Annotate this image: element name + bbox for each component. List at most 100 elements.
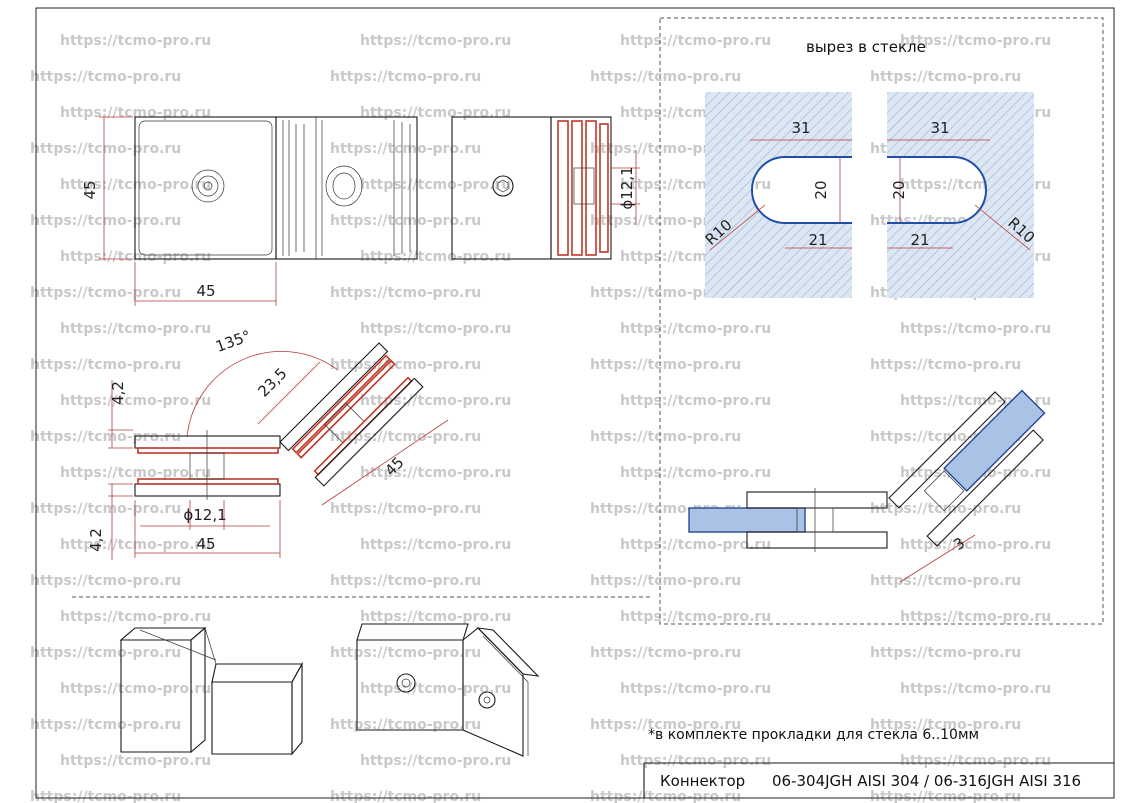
watermark-text: https://tcmo-pro.ru bbox=[620, 321, 771, 337]
watermark-text: https://tcmo-pro.ru bbox=[360, 249, 511, 265]
watermark-text: https://tcmo-pro.ru bbox=[870, 573, 1021, 589]
gap-top-dim: 4,2 bbox=[109, 381, 127, 405]
angle-hole-dim: ϕ12,1 bbox=[183, 506, 226, 524]
watermark-text: https://tcmo-pro.ru bbox=[870, 789, 1021, 803]
watermark-text: https://tcmo-pro.ru bbox=[30, 573, 181, 589]
front-view: 45 45 bbox=[81, 116, 418, 306]
isometric-view-2 bbox=[356, 623, 540, 757]
footnote: *в комплекте прокладки для стекла 6..10м… bbox=[648, 727, 979, 743]
watermark-text: https://tcmo-pro.ru bbox=[30, 285, 181, 301]
watermark-text: https://tcmo-pro.ru bbox=[30, 69, 181, 85]
watermark-text: https://tcmo-pro.ru bbox=[620, 33, 771, 49]
watermark-text: https://tcmo-pro.ru bbox=[330, 69, 481, 85]
cut-left-depth: 21 bbox=[808, 231, 827, 249]
cutout-heading: вырез в стекле bbox=[806, 38, 926, 56]
glass-cutout-detail: вырез в стекле 31 20 21 R10 31 20 21 R10 bbox=[702, 38, 1038, 298]
side-hole-dim: ϕ12,1 bbox=[618, 166, 636, 209]
angle-width-dim: 45 bbox=[196, 535, 215, 553]
watermark-text: https://tcmo-pro.ru bbox=[590, 357, 741, 373]
title-label: Коннектор bbox=[660, 772, 745, 790]
watermark-text: https://tcmo-pro.ru bbox=[330, 141, 481, 157]
glass-section-view: 3 bbox=[688, 389, 1046, 583]
watermark-text: https://tcmo-pro.ru bbox=[900, 537, 1051, 553]
watermark-text: https://tcmo-pro.ru bbox=[590, 717, 741, 733]
front-width-dim: 45 bbox=[196, 282, 215, 300]
watermark-text: https://tcmo-pro.ru bbox=[590, 141, 741, 157]
watermark-text: https://tcmo-pro.ru bbox=[590, 645, 741, 661]
watermark-text: https://tcmo-pro.ru bbox=[330, 357, 481, 373]
offset-dim: 23,5 bbox=[254, 364, 290, 400]
watermark-text: https://tcmo-pro.ru bbox=[620, 681, 771, 697]
watermark-text: https://tcmo-pro.ru bbox=[330, 573, 481, 589]
watermark-text: https://tcmo-pro.ru bbox=[590, 573, 741, 589]
watermark-text: https://tcmo-pro.ru bbox=[360, 609, 511, 625]
watermark-text: https://tcmo-pro.ru bbox=[60, 177, 211, 193]
cut-right-height: 20 bbox=[890, 180, 908, 199]
watermark-text: https://tcmo-pro.ru bbox=[900, 321, 1051, 337]
watermark-text: https://tcmo-pro.ru bbox=[870, 357, 1021, 373]
watermark-text: https://tcmo-pro.ru bbox=[30, 501, 181, 517]
watermark-text: https://tcmo-pro.ru bbox=[60, 105, 211, 121]
watermark-text: https://tcmo-pro.ru bbox=[60, 609, 211, 625]
watermark-text: https://tcmo-pro.ru bbox=[360, 681, 511, 697]
cut-right-width: 31 bbox=[930, 119, 949, 137]
watermark-text: https://tcmo-pro.ru bbox=[360, 465, 511, 481]
watermark-text: https://tcmo-pro.ru bbox=[60, 249, 211, 265]
watermark-text: https://tcmo-pro.ru bbox=[60, 33, 211, 49]
watermark-text: https://tcmo-pro.ru bbox=[30, 213, 181, 229]
watermark-text: https://tcmo-pro.ru bbox=[360, 321, 511, 337]
watermark-text: https://tcmo-pro.ru bbox=[590, 789, 741, 803]
watermark-text: https://tcmo-pro.ru bbox=[330, 645, 481, 661]
watermark-text: https://tcmo-pro.ru bbox=[900, 609, 1051, 625]
watermark-text: https://tcmo-pro.ru bbox=[60, 321, 211, 337]
watermark-text: https://tcmo-pro.ru bbox=[60, 753, 211, 769]
watermark-text: https://tcmo-pro.ru bbox=[30, 789, 181, 803]
watermark-text: https://tcmo-pro.ru bbox=[360, 753, 511, 769]
watermark-text: https://tcmo-pro.ru bbox=[330, 789, 481, 803]
cut-right-depth: 21 bbox=[910, 231, 929, 249]
watermark-text: https://tcmo-pro.ru bbox=[590, 69, 741, 85]
watermark-text: https://tcmo-pro.ru bbox=[330, 213, 481, 229]
title-block: Коннектор 06-304JGH AISI 304 / 06-316JGH… bbox=[643, 762, 1114, 798]
watermark-text: https://tcmo-pro.ru bbox=[620, 465, 771, 481]
side-view: ϕ12,1 bbox=[451, 116, 640, 260]
watermark-text: https://tcmo-pro.ru bbox=[900, 681, 1051, 697]
sheet-border bbox=[35, 7, 1115, 799]
watermark-text: https://tcmo-pro.ru bbox=[590, 213, 741, 229]
cutout-panel-frame bbox=[659, 17, 1104, 625]
watermark-text: https://tcmo-pro.ru bbox=[620, 609, 771, 625]
watermark-text: https://tcmo-pro.ru bbox=[900, 33, 1051, 49]
watermark-text: https://tcmo-pro.ru bbox=[870, 717, 1021, 733]
watermark-text: https://tcmo-pro.ru bbox=[870, 645, 1021, 661]
watermark-text: https://tcmo-pro.ru bbox=[330, 717, 481, 733]
watermark-text: https://tcmo-pro.ru bbox=[620, 753, 771, 769]
front-height-dim: 45 bbox=[81, 180, 99, 199]
watermark-text: https://tcmo-pro.ru bbox=[360, 33, 511, 49]
watermark-text: https://tcmo-pro.ru bbox=[30, 645, 181, 661]
angle-dim: 135° bbox=[213, 327, 253, 356]
watermark-text: https://tcmo-pro.ru bbox=[590, 429, 741, 445]
watermark-text: https://tcmo-pro.ru bbox=[60, 465, 211, 481]
watermark-text: https://tcmo-pro.ru bbox=[360, 537, 511, 553]
watermark-text: https://tcmo-pro.ru bbox=[360, 393, 511, 409]
watermark-text: https://tcmo-pro.ru bbox=[30, 357, 181, 373]
watermark-text: https://tcmo-pro.ru bbox=[330, 429, 481, 445]
isometric-view-1 bbox=[119, 626, 303, 756]
watermark-text: https://tcmo-pro.ru bbox=[30, 141, 181, 157]
watermark-text: https://tcmo-pro.ru bbox=[620, 393, 771, 409]
watermark-text: https://tcmo-pro.ru bbox=[30, 717, 181, 733]
watermark-text: https://tcmo-pro.ru bbox=[360, 105, 511, 121]
cut-left-width: 31 bbox=[791, 119, 810, 137]
watermark-text: https://tcmo-pro.ru bbox=[360, 177, 511, 193]
watermark-layer: https://tcmo-pro.ru https://tcmo-pro.ru ht… bbox=[30, 33, 1051, 803]
watermark-text: https://tcmo-pro.ru bbox=[900, 753, 1051, 769]
watermark-text: https://tcmo-pro.ru bbox=[60, 537, 211, 553]
watermark-text: https://tcmo-pro.ru bbox=[60, 393, 211, 409]
watermark-text: https://tcmo-pro.ru bbox=[60, 681, 211, 697]
watermark-text: https://tcmo-pro.ru bbox=[620, 537, 771, 553]
watermark-text: https://tcmo-pro.ru bbox=[870, 69, 1021, 85]
watermark-text: https://tcmo-pro.ru bbox=[30, 429, 181, 445]
gap-bottom-dim: 4,2 bbox=[87, 528, 105, 552]
